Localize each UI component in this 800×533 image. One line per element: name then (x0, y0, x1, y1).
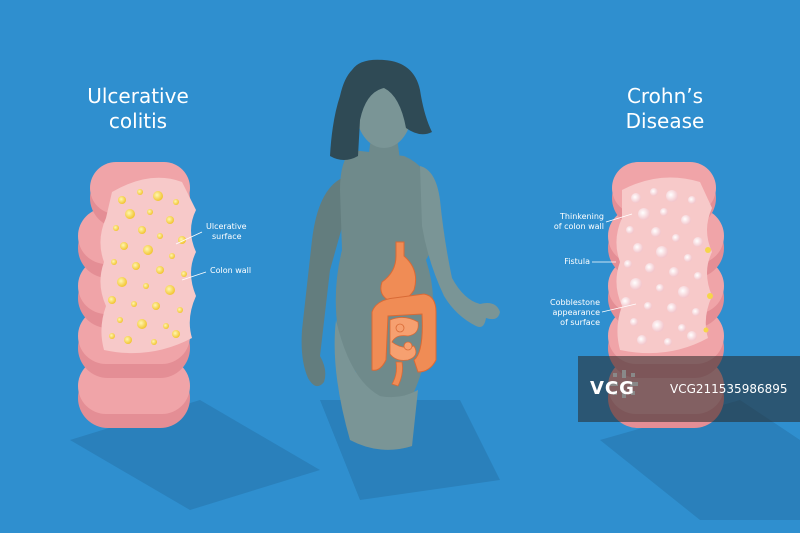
crohns-leader-lines (592, 213, 637, 313)
cobblestone-label-line3: of surface (560, 318, 600, 327)
thickening-label: Thinkening of colon wall (540, 212, 604, 232)
thickening-label-line1: Thinkening (560, 212, 604, 221)
cobblestone-label-line1: Cobblestone (550, 298, 600, 307)
small-intestine (389, 317, 419, 361)
ulcerative-surface-label-line1: Ulcerative (206, 222, 247, 231)
colon-wall-label: Colon wall (210, 266, 252, 275)
digestive-organs (371, 241, 437, 387)
watermark-id: VCG211535986895 (670, 382, 788, 396)
ulcer-spots (108, 189, 187, 345)
large-intestine (371, 293, 437, 373)
cobblestone-label: Cobblestone appearance of surface (536, 298, 600, 328)
cobblestone-label-line2: appearance (552, 308, 600, 317)
crohns-disease-title: Crohn’s Disease (600, 84, 730, 134)
ulcerative-colitis-title-line2: colitis (108, 109, 168, 133)
crohns-disease-title-line2: Disease (625, 109, 705, 133)
fistula-yellow-patches (703, 247, 713, 333)
ulcerative-colitis-title: Ulcerative colitis (68, 84, 208, 134)
ulcerative-leader-lines (175, 231, 207, 281)
watermark-logo: VCG (590, 378, 635, 399)
cobblestone-spots (621, 188, 703, 346)
ulcerative-surface-label: Ulcerative surface (206, 222, 247, 242)
thickening-label-line2: of colon wall (553, 222, 604, 231)
ulcerative-inner-surface (100, 177, 196, 354)
crohns-disease-title-line1: Crohn’s (626, 84, 704, 108)
hair (330, 59, 432, 160)
ulcerative-colitis-title-line1: Ulcerative (87, 84, 189, 108)
fistula-label: Fistula (564, 257, 590, 266)
watermark: VCG VCG211535986895 (578, 356, 800, 422)
ulcerative-colon (78, 162, 196, 428)
ulcerative-surface-label-line2: surface (212, 232, 242, 241)
